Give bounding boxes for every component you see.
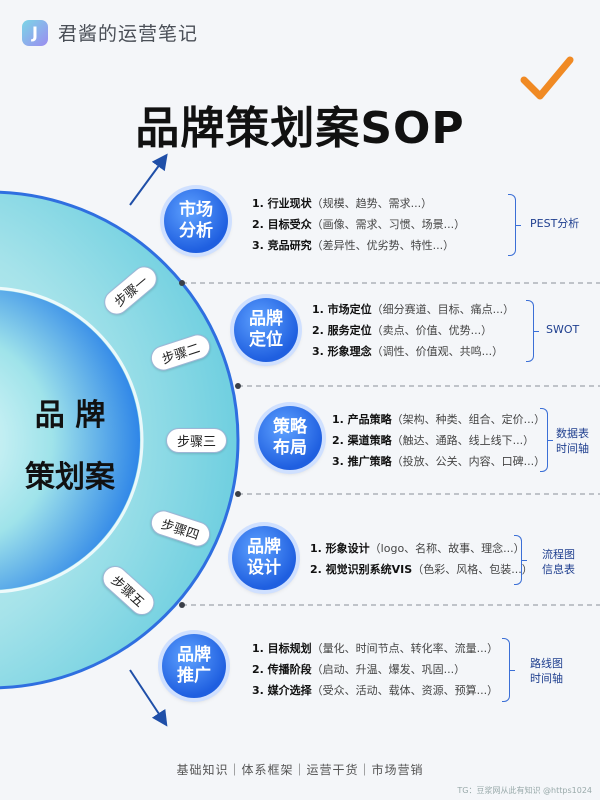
arrow-up [129, 153, 168, 206]
watermark: TG：豆浆网从此有知识 @https1024 [457, 786, 592, 795]
list-item: 3. 媒介选择（受众、活动、载体、资源、预算...） [252, 684, 499, 697]
list-item: 2. 目标受众（画像、需求、习惯、场景...） [252, 218, 466, 231]
tag-data-timeline: 数据表时间轴 [556, 427, 589, 455]
tag-swot: SWOT [546, 323, 580, 336]
node-brand-positioning: 品牌定位 [234, 298, 298, 362]
list-item: 3. 推广策略（投放、公关、内容、口碑...） [332, 455, 546, 468]
section-1-items: 1. 行业现状（规模、趋势、需求...） 2. 目标受众（画像、需求、习惯、场景… [252, 193, 465, 256]
step-3-label: 步骤三 [166, 428, 228, 453]
list-item: 1. 行业现状（规模、趋势、需求...） [252, 197, 433, 210]
tag-flow-info: 流程图信息表 [542, 548, 575, 576]
logo-icon: J [22, 19, 48, 46]
bracket [502, 638, 515, 702]
bracket [540, 408, 553, 472]
page-title: 品牌策划案SOP [135, 103, 465, 154]
bracket [508, 194, 521, 256]
tag-route-timeline: 路线图时间轴 [530, 657, 563, 685]
outer-ring-edge [0, 190, 240, 690]
list-item: 2. 视觉识别系统VIS（色彩、风格、包装...） [310, 563, 533, 576]
checkmark-icon [520, 56, 574, 100]
center-title-line1: 品 牌 [34, 398, 106, 433]
bracket [526, 300, 539, 362]
section-3-items: 1. 产品策略（架构、种类、组合、定价...） 2. 渠道策略（触达、通路、线上… [332, 409, 545, 472]
arrow-down [129, 669, 168, 727]
list-item: 2. 渠道策略（触达、通路、线上线下...） [332, 434, 535, 447]
brand: J 君酱的运营笔记 [22, 19, 198, 46]
node-brand-promotion: 品牌推广 [162, 634, 226, 698]
list-item: 3. 竞品研究（差异性、优劣势、特性...） [252, 239, 455, 252]
node-strategy-layout: 策略布局 [258, 406, 322, 470]
list-item: 1. 形象设计（logo、名称、故事、理念...） [310, 542, 525, 555]
section-4-items: 1. 形象设计（logo、名称、故事、理念...） 2. 视觉识别系统VIS（色… [310, 538, 533, 580]
section-2-items: 1. 市场定位（细分赛道、目标、痛点...） 2. 服务定位（卖点、价值、优势.… [312, 299, 514, 362]
list-item: 1. 目标规划（量化、时间节点、转化率、流量...） [252, 642, 499, 655]
list-item: 1. 市场定位（细分赛道、目标、痛点...） [312, 303, 515, 316]
node-brand-design: 品牌设计 [232, 526, 296, 590]
footer-categories: 基础知识｜体系框架｜运营干货｜市场营销 [176, 763, 424, 777]
list-item: 2. 传播阶段（启动、升温、爆发、巩固...） [252, 663, 466, 676]
tag-pest: PEST分析 [530, 217, 580, 230]
center-title-line2: 策划案 [25, 460, 115, 495]
list-item: 2. 服务定位（卖点、价值、优势...） [312, 324, 493, 337]
inner-disc [0, 290, 140, 590]
section-5-items: 1. 目标规划（量化、时间节点、转化率、流量...） 2. 传播阶段（启动、升温… [252, 638, 498, 701]
list-item: 1. 产品策略（架构、种类、组合、定价...） [332, 413, 546, 426]
brand-name: 君酱的运营笔记 [58, 23, 199, 45]
node-market-analysis: 市场分析 [164, 189, 228, 253]
bracket [514, 535, 527, 585]
list-item: 3. 形象理念（调性、价值观、共鸣...） [312, 345, 504, 358]
